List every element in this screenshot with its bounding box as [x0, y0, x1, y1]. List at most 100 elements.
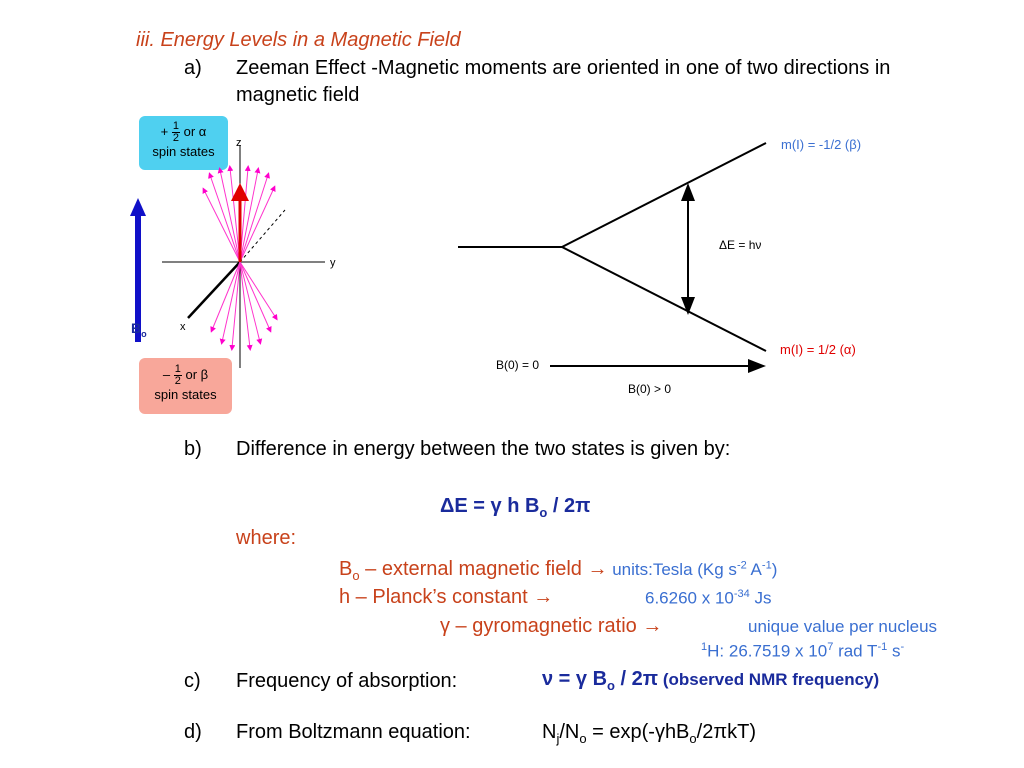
eq-c-sub: o: [607, 678, 615, 693]
field-zero-label: B(0) = 0: [496, 358, 540, 372]
eq-div: / 2: [547, 495, 576, 517]
alpha-fraction-num: 1: [171, 120, 181, 133]
alpha-fraction-den: 2: [172, 132, 180, 144]
eq-sub-o: o: [539, 505, 548, 520]
eq-d-div: /2: [696, 721, 714, 743]
upper-level-label: m(I) = -1/2 (β): [781, 137, 862, 152]
eq-d-n: N: [542, 721, 557, 743]
eq-d-sub-o2: o: [689, 731, 697, 746]
planck-value-sup: -34: [733, 588, 750, 600]
def-gyro-hydrogen: 1H: 26.7519 x 107 rad T-1 s-: [701, 641, 904, 662]
def-gyro-value: unique value per nucleus: [748, 617, 938, 636]
field-positive-label: B(0) > 0: [628, 382, 672, 396]
eq-c-gamma: γ: [575, 668, 588, 690]
alpha-sign: +: [160, 123, 169, 139]
eq-pi: π: [575, 495, 591, 517]
upper-level-line: [561, 142, 767, 248]
item-a-line2: magnetic field: [236, 84, 360, 106]
h-value-pre: H: 26.7519 x 10: [707, 641, 828, 661]
eq-d-mid: = exp(-: [586, 721, 655, 743]
beta-fraction-num: 1: [173, 363, 182, 376]
units-sup2: -1: [761, 559, 772, 572]
def-planck: h – Planck’s constant →: [339, 586, 553, 609]
eq-d-sub-j: j: [556, 731, 560, 746]
h-isotope-sup: 1: [701, 641, 708, 653]
units-mid: A: [746, 560, 762, 579]
eq-d-sub-o: o: [579, 731, 587, 746]
b-field-sub: o: [141, 328, 147, 339]
eq-d-hb: hB: [664, 721, 690, 743]
frequency-equation: ν = γ Bo / 2π (observed NMR frequency): [542, 668, 879, 693]
eq-c-div: / 2: [615, 668, 643, 690]
h-value-post: s: [887, 641, 901, 661]
beta-spin-states: spin states: [154, 387, 217, 402]
units-post: ): [771, 560, 778, 579]
def-bfield-sub: o: [352, 568, 360, 583]
planck-value-pre: 6.6260 x 10: [645, 588, 734, 608]
b-field-arrow: [130, 198, 146, 342]
eq-c-b: B: [587, 668, 608, 690]
dashed-axis: [239, 209, 286, 263]
item-a-marker: a): [184, 57, 202, 79]
x-axis-label: x: [180, 321, 186, 333]
eq-c-pi: π: [642, 668, 659, 690]
beta-vectors: [210, 261, 278, 351]
beta-fraction-den: 2: [174, 375, 181, 387]
h-value-sup4: -: [900, 641, 905, 653]
boltzmann-equation: Nj/No = exp(-γhBo/2πkT): [542, 721, 756, 746]
slide-heading: iii. Energy Levels in a Magnetic Field: [136, 29, 461, 51]
eq-equals: =: [553, 668, 576, 690]
z-axis-label: z: [236, 137, 242, 149]
planck-value-post: Js: [749, 588, 772, 608]
item-d-text: From Boltzmann equation:: [236, 721, 471, 743]
lower-level-line: [561, 246, 767, 352]
eq-h-b: h B: [501, 495, 540, 517]
eq-d-pi: π: [713, 721, 728, 743]
item-a-line1: Zeeman Effect -Magnetic moments are orie…: [236, 57, 891, 79]
eq-c-note: (observed NMR frequency): [658, 670, 880, 689]
b-field-label: Bo: [131, 320, 147, 339]
def-planck-arrow: →: [533, 586, 554, 608]
def-gyro-text: – gyromagnetic ratio: [450, 615, 643, 637]
energy-equation: ΔE = γ h Bo / 2π: [440, 495, 590, 520]
h-value-sup3: -1: [877, 641, 888, 653]
item-b-text: Difference in energy between the two sta…: [236, 438, 731, 460]
x-axis: [187, 261, 241, 319]
beta-sign: –: [162, 366, 171, 382]
where-label: where:: [236, 527, 297, 549]
alpha-spin-states: spin states: [152, 144, 215, 159]
spin-vector-diagram: z y x: [162, 137, 336, 368]
eq-gamma: γ: [490, 495, 502, 517]
eq-d-gamma: γ: [654, 721, 665, 743]
def-bfield-units: units:Tesla (Kg s-2 A-1): [607, 559, 778, 579]
item-b-marker: b): [184, 438, 202, 460]
item-c-marker: c): [184, 670, 201, 692]
item-c-text: Frequency of absorption:: [236, 670, 458, 692]
def-gyromagnetic: γ – gyromagnetic ratio →: [440, 615, 662, 638]
def-planck-value: 6.6260 x 10-34 Js: [645, 588, 772, 609]
def-gamma: γ: [440, 615, 450, 637]
units-pre: units:Tesla (Kg s: [607, 560, 737, 579]
item-d-marker: d): [184, 721, 202, 743]
def-bfield-b: B: [339, 558, 353, 580]
alpha-rest: or α: [183, 123, 207, 139]
eq-d-slash: /N: [559, 721, 580, 743]
eq-nu: ν: [542, 668, 554, 690]
b-field-letter: B: [131, 320, 142, 336]
eq-d-end: kT): [727, 721, 757, 743]
y-axis-label: y: [330, 257, 336, 269]
def-gyro-arrow: →: [642, 615, 663, 637]
def-bfield-arrow: →: [587, 558, 608, 580]
def-planck-text: h – Planck’s constant: [339, 586, 534, 608]
zeeman-splitting-diagram: [458, 142, 767, 373]
energy-gap-label: ΔE = hν: [719, 238, 762, 252]
h-value-sup: 7: [827, 641, 834, 653]
units-sup1: -2: [736, 559, 747, 572]
beta-rest: or β: [185, 366, 209, 382]
lower-level-label: m(I) = 1/2 (α): [780, 342, 856, 357]
